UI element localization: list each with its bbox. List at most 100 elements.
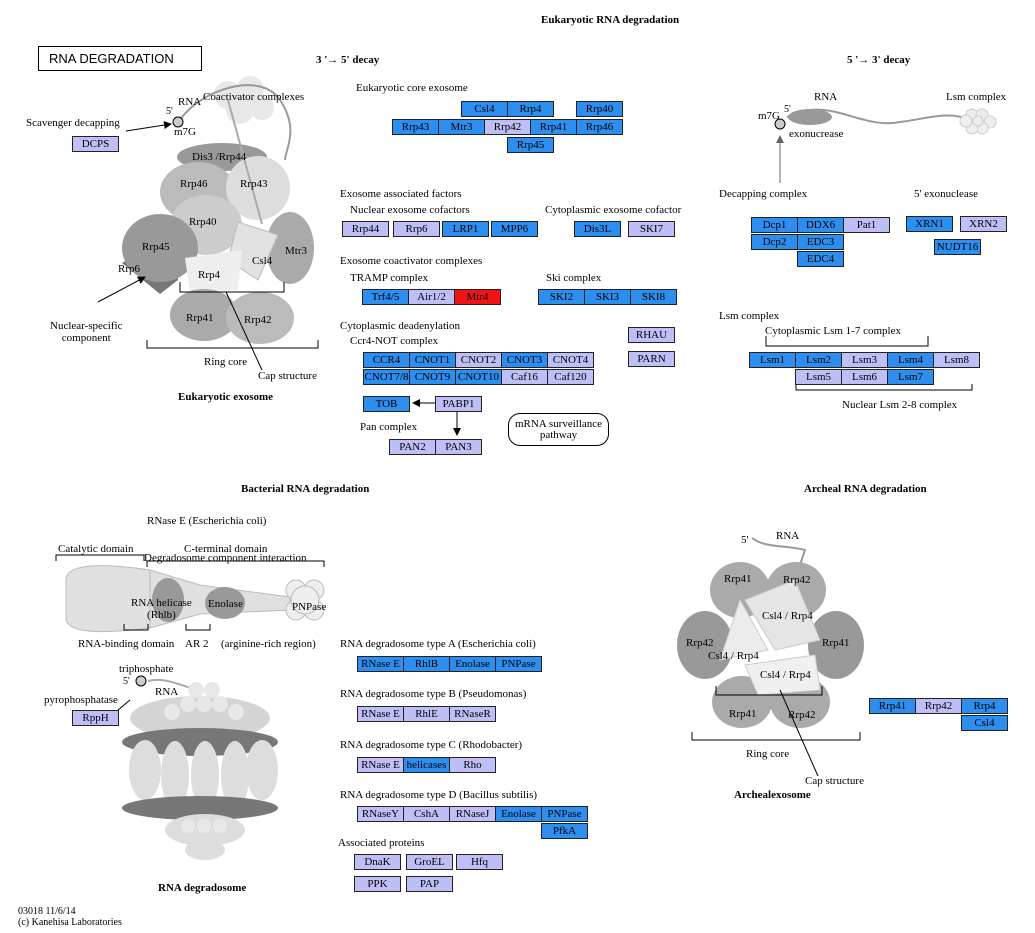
archaeal-heading: Archeal RNA degradation [804, 483, 927, 495]
gene-arch-rrp42[interactable]: Rrp42 [915, 698, 962, 714]
tramp-label: TRAMP complex [350, 272, 429, 284]
gene-csl4[interactable]: Csl4 [461, 101, 508, 117]
gene-cnot10[interactable]: CNOT10 [455, 369, 502, 385]
gene-b-rnase-e[interactable]: RNase E [357, 706, 404, 722]
gene-a-enolase[interactable]: Enolase [449, 656, 496, 672]
gene-lrp1[interactable]: LRP1 [442, 221, 489, 237]
gene-rrp40[interactable]: Rrp40 [576, 101, 623, 117]
ar2-label: AR 2 [185, 638, 209, 650]
gene-nudt16[interactable]: NUDT16 [934, 239, 981, 255]
gene-dcp1[interactable]: Dcp1 [751, 217, 798, 233]
gene-a-pnpase[interactable]: PNPase [495, 656, 542, 672]
gene-groel[interactable]: GroEL [406, 854, 453, 870]
arch-rrp41-top: Rrp41 [724, 573, 752, 585]
gene-ski2[interactable]: SKI2 [538, 289, 585, 305]
gene-cnot3[interactable]: CNOT3 [501, 352, 548, 368]
gene-rrp44[interactable]: Rrp44 [342, 221, 389, 237]
cyto-deadenylation-label: Cytoplasmic deadenylation [340, 320, 461, 332]
arch-csl4-top: Csl4 / Rrp4 [762, 610, 813, 622]
gene-d-pnpase[interactable]: PNPase [541, 806, 588, 822]
gene-arch-rrp4[interactable]: Rrp4 [961, 698, 1008, 714]
gene-rrp43[interactable]: Rrp43 [392, 119, 439, 135]
gene-d-enolase[interactable]: Enolase [495, 806, 542, 822]
subunit-mtr3: Mtr3 [285, 245, 307, 257]
arch-cap-structure-label: Cap structure [805, 775, 864, 787]
subunit-rrp40: Rrp40 [189, 216, 217, 228]
gene-c-rnase-e[interactable]: RNase E [357, 757, 404, 773]
gene-caf16[interactable]: Caf16 [501, 369, 548, 385]
gene-lsm3[interactable]: Lsm3 [841, 352, 888, 368]
gene-cnot4[interactable]: CNOT4 [547, 352, 594, 368]
gene-rrp41[interactable]: Rrp41 [530, 119, 577, 135]
gene-edc4[interactable]: EDC4 [797, 251, 844, 267]
nuclear-cofactors-label: Nuclear exosome cofactors [350, 204, 470, 216]
gene-d-pfka[interactable]: PfkA [541, 823, 588, 839]
gene-rrp4[interactable]: Rrp4 [507, 101, 554, 117]
gene-lsm4[interactable]: Lsm4 [887, 352, 934, 368]
gene-mtr3[interactable]: Mtr3 [438, 119, 485, 135]
gene-pan2[interactable]: PAN2 [389, 439, 436, 455]
gene-arch-rrp41[interactable]: Rrp41 [869, 698, 916, 714]
gene-trf4-5[interactable]: Trf4/5 [362, 289, 409, 305]
gene-ddx6[interactable]: DDX6 [797, 217, 844, 233]
gene-rrp6[interactable]: Rrp6 [393, 221, 440, 237]
gene-dnak[interactable]: DnaK [354, 854, 401, 870]
gene-cnot9[interactable]: CNOT9 [409, 369, 456, 385]
gene-c-helicases[interactable]: helicases [403, 757, 450, 773]
decay-53-illustration [765, 108, 997, 391]
gene-pan3[interactable]: PAN3 [435, 439, 482, 455]
gene-cnot1[interactable]: CNOT1 [409, 352, 456, 368]
gene-rhau[interactable]: RHAU [628, 327, 675, 343]
gene-ski3[interactable]: SKI3 [584, 289, 631, 305]
gene-d-csha[interactable]: CshA [403, 806, 450, 822]
gene-pap[interactable]: PAP [406, 876, 453, 892]
gene-rrp45[interactable]: Rrp45 [507, 137, 554, 153]
gene-b-rnaser[interactable]: RNaseR [449, 706, 496, 722]
gene-dcp2[interactable]: Dcp2 [751, 234, 798, 250]
gene-dcps[interactable]: DCPS [72, 136, 119, 152]
gene-cnot2[interactable]: CNOT2 [455, 352, 502, 368]
five-prime-label: 5' [166, 106, 173, 117]
gene-pabp1[interactable]: PABP1 [435, 396, 482, 412]
gene-mtr4[interactable]: Mtr4 [454, 289, 501, 305]
gene-ccr4[interactable]: CCR4 [363, 352, 410, 368]
gene-b-rhle[interactable]: RhlE [403, 706, 450, 722]
gene-parn[interactable]: PARN [628, 351, 675, 367]
gene-ski8[interactable]: SKI8 [630, 289, 677, 305]
gene-pat1[interactable]: Pat1 [843, 217, 890, 233]
gene-a-rhlb[interactable]: RhlB [403, 656, 450, 672]
gene-xrn1[interactable]: XRN1 [906, 216, 953, 232]
gene-lsm7[interactable]: Lsm7 [887, 369, 934, 385]
gene-rrp42[interactable]: Rrp42 [484, 119, 531, 135]
gene-dis3l[interactable]: Dis3L [574, 221, 621, 237]
gene-caf120[interactable]: Caf120 [547, 369, 594, 385]
gene-lsm1[interactable]: Lsm1 [749, 352, 796, 368]
map-name-box[interactable]: RNA DEGRADATION [38, 46, 202, 71]
lsm-complex-label: Lsm complex [719, 310, 780, 322]
gene-tob[interactable]: TOB [363, 396, 410, 412]
gene-c-rho[interactable]: Rho [449, 757, 496, 773]
gene-arch-csl4[interactable]: Csl4 [961, 715, 1008, 731]
gene-mpp6[interactable]: MPP6 [491, 221, 538, 237]
gene-xrn2[interactable]: XRN2 [960, 216, 1007, 232]
core-exosome-label: Eukaryotic core exosome [356, 82, 468, 94]
gene-lsm8[interactable]: Lsm8 [933, 352, 980, 368]
gene-rpph[interactable]: RppH [72, 710, 119, 726]
gene-lsm6[interactable]: Lsm6 [841, 369, 888, 385]
gene-a-rnase-e[interactable]: RNase E [357, 656, 404, 672]
type-a-label: RNA degradosome type A (Escherichia coli… [340, 638, 536, 650]
gene-d-rnasey[interactable]: RNaseY [357, 806, 404, 822]
gene-ski7[interactable]: SKI7 [628, 221, 675, 237]
gene-ppk[interactable]: PPK [354, 876, 401, 892]
mrna-surveillance-pathway-link[interactable]: mRNA surveillance pathway [508, 413, 609, 446]
gene-edc3[interactable]: EDC3 [797, 234, 844, 250]
gene-air1-2[interactable]: Air1/2 [408, 289, 455, 305]
gene-lsm2[interactable]: Lsm2 [795, 352, 842, 368]
ring-core-label: Ring core [204, 356, 248, 368]
gene-d-rnasej[interactable]: RNaseJ [449, 806, 496, 822]
gene-cnot7-8[interactable]: CNOT7/8 [363, 369, 410, 385]
gene-hfq[interactable]: Hfq [456, 854, 503, 870]
gene-rrp46[interactable]: Rrp46 [576, 119, 623, 135]
gene-lsm5[interactable]: Lsm5 [795, 369, 842, 385]
